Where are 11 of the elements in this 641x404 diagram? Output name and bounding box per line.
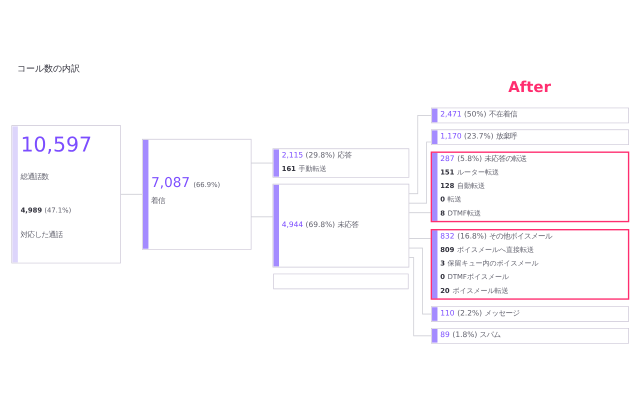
connector: [408, 256, 432, 336]
connector: [408, 114, 432, 194]
connector: [120, 193, 143, 194]
node-box: [273, 273, 409, 289]
label: After: [508, 78, 551, 96]
connector: [408, 247, 432, 314]
diagram-title: コール数の内訳: [16, 64, 80, 74]
connector: [408, 141, 432, 204]
connector: [408, 212, 431, 213]
connector: [250, 216, 274, 217]
connector: [250, 162, 274, 163]
